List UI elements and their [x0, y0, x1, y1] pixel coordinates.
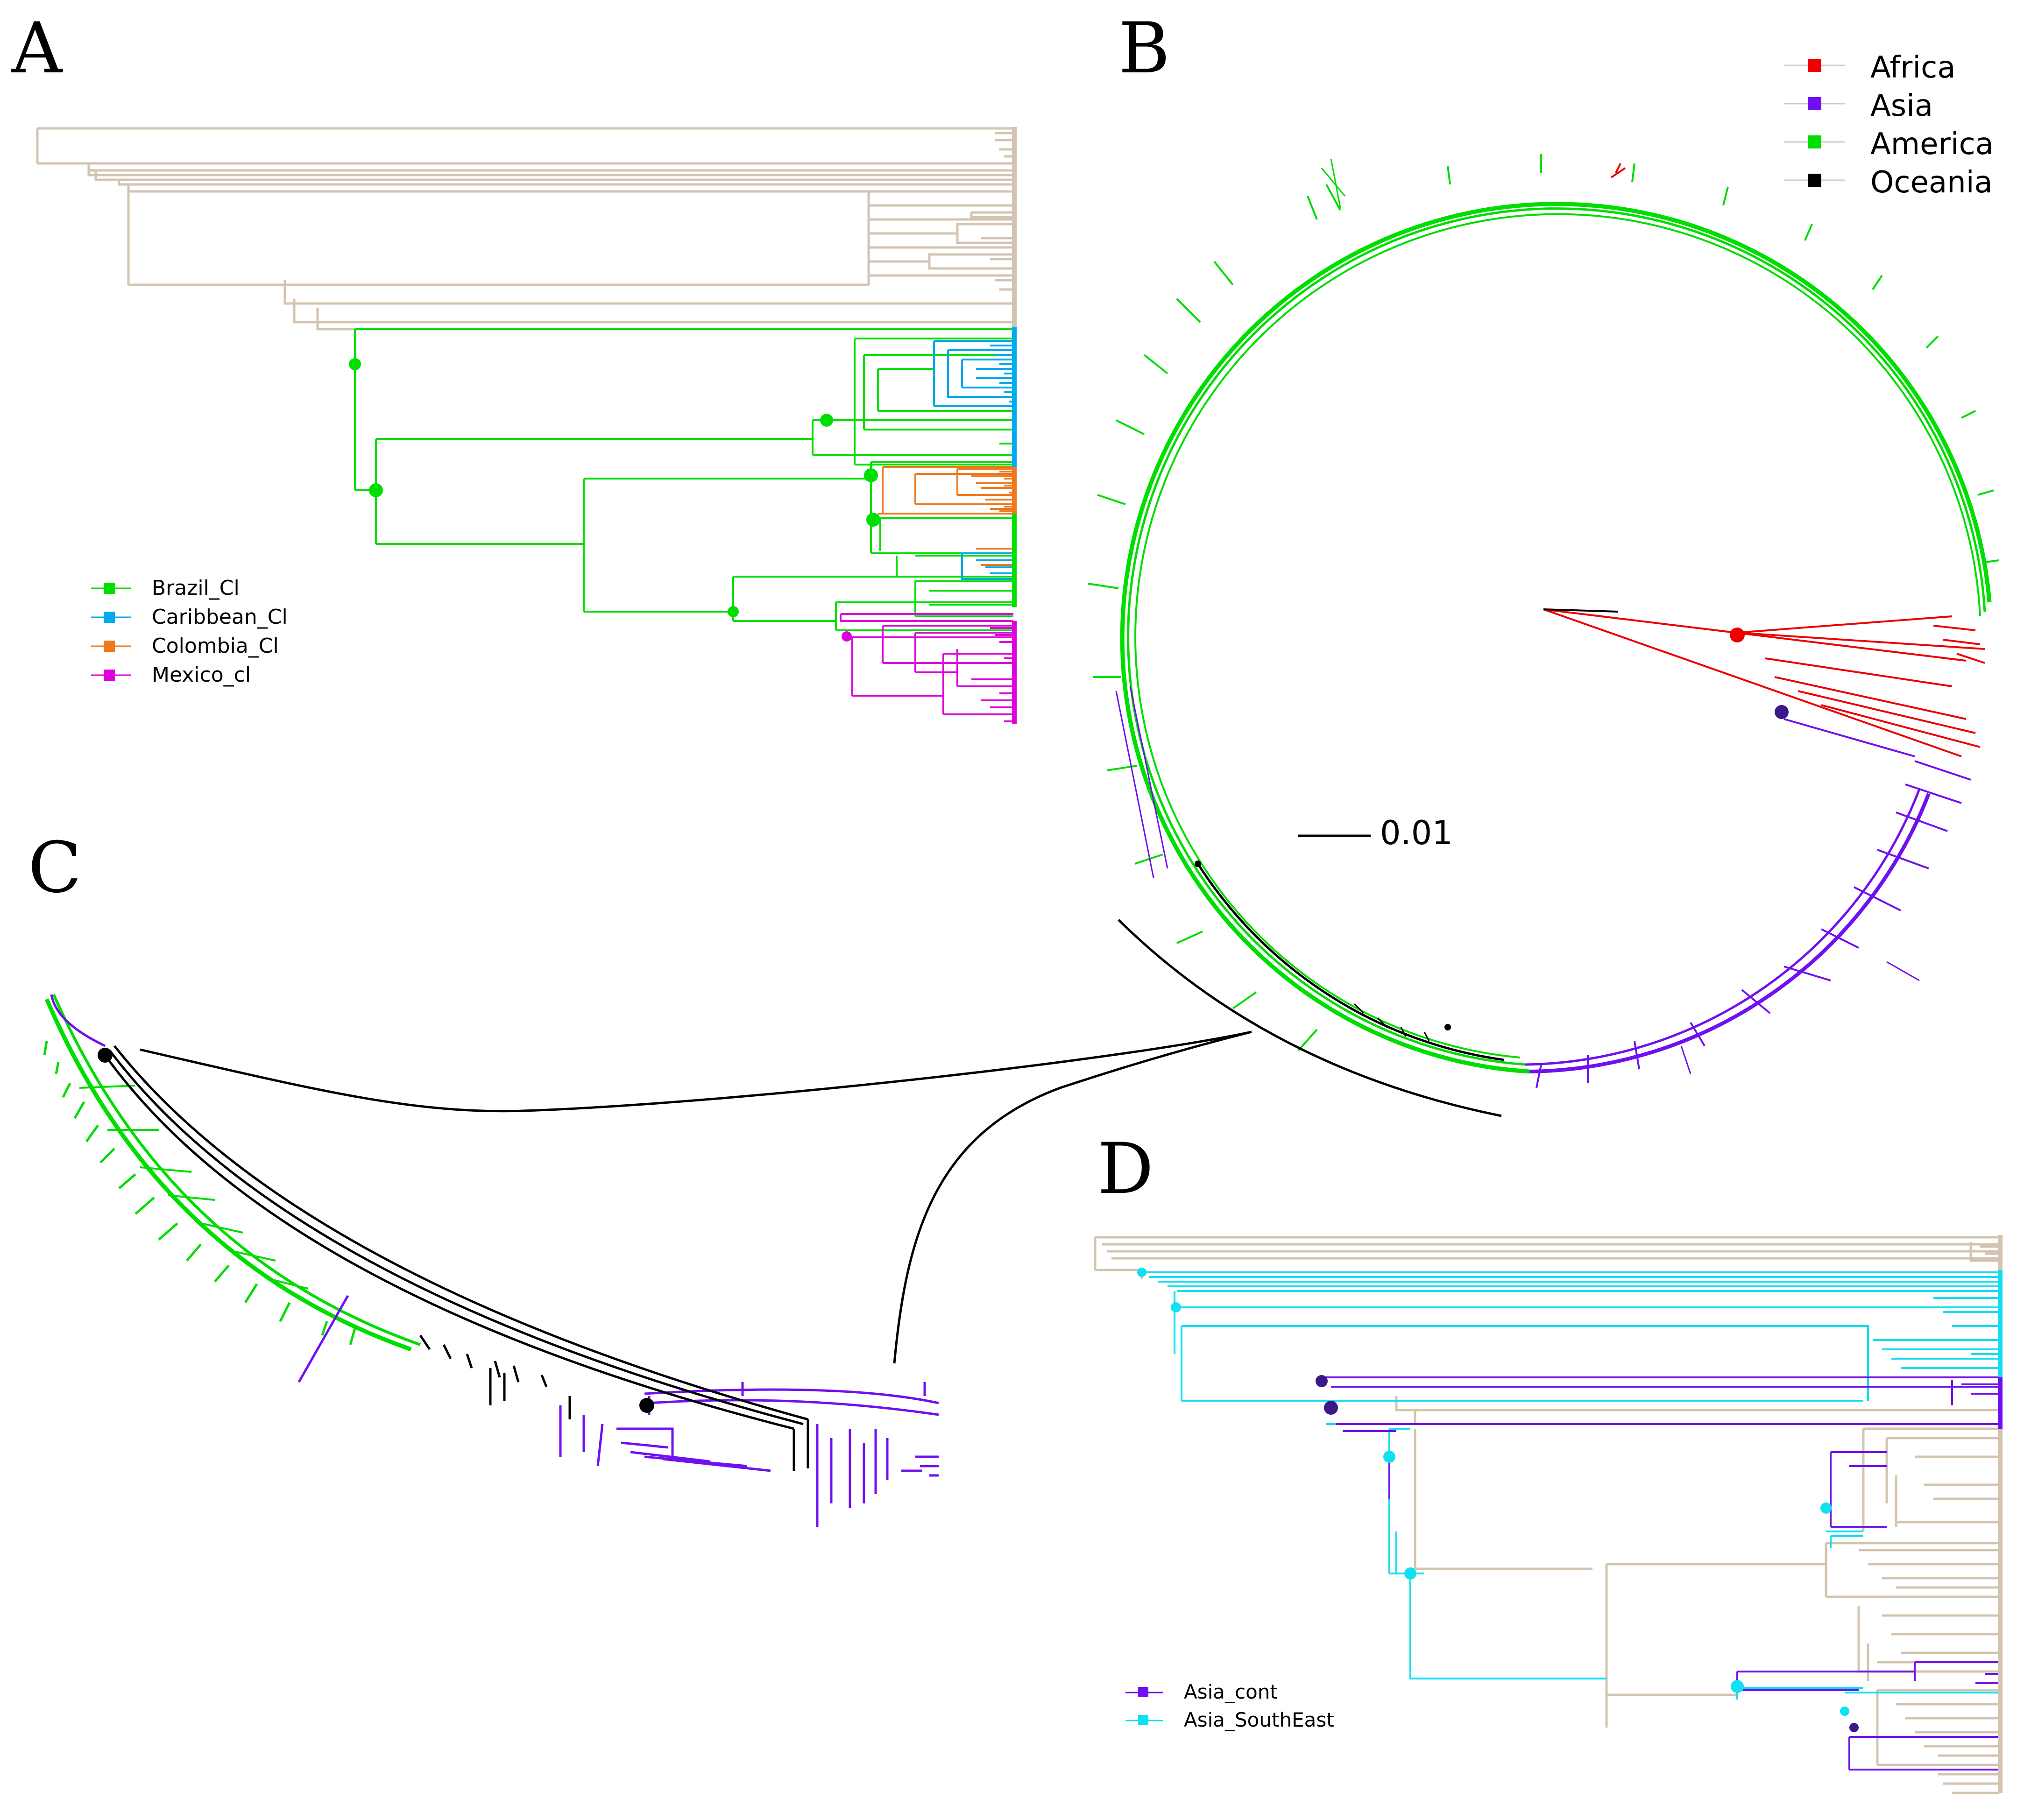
panel-d: D: [1094, 1129, 2003, 1794]
legend-b-asia: Asia: [1784, 89, 1933, 123]
panel-a-legend: Brazil_Cl Caribbean_Cl Colombia_Cl Mexic…: [91, 576, 288, 687]
legend-d-asia-southeast-swatch: [1138, 1715, 1148, 1725]
panel-a-brazil-tree: [354, 328, 1013, 631]
legend-b-asia-swatch: [1808, 97, 1821, 110]
panel-b-america-clade: [1088, 154, 1999, 1074]
legend-a-brazil-label: Brazil_Cl: [152, 576, 240, 600]
panel-b-legend: Africa Asia America Oceania: [1784, 50, 1994, 200]
legend-a-mexico-swatch: [104, 670, 115, 681]
legend-d-asia-cont-label: Asia_cont: [1184, 1680, 1278, 1703]
panel-c-america-branches: [43, 994, 421, 1352]
legend-d-asia-cont: Asia_cont: [1125, 1680, 1278, 1703]
legend-b-oceania-swatch: [1808, 174, 1821, 187]
legend-b-africa-label: Africa: [1870, 50, 1956, 85]
legend-a-mexico: Mexico_cl: [91, 663, 251, 687]
legend-b-africa: Africa: [1784, 50, 1956, 85]
legend-b-america-label: America: [1870, 127, 1994, 162]
panel-d-letter: D: [1097, 1129, 1153, 1210]
legend-d-asia-cont-swatch: [1138, 1687, 1148, 1697]
panel-d-nodes: [1137, 1268, 1859, 1732]
legend-a-brazil: Brazil_Cl: [91, 576, 240, 600]
panel-b-africa-clade: [1543, 163, 1985, 757]
panel-b-nodes: [1195, 628, 1789, 1030]
panel-d-southeast-tree: [1142, 1271, 1999, 1700]
legend-b-oceania: Oceania: [1784, 165, 1993, 200]
legend-a-caribbean-label: Caribbean_Cl: [152, 605, 288, 629]
legend-b-america: America: [1784, 127, 1994, 162]
panel-a: A: [11, 8, 1017, 724]
legend-b-asia-label: Asia: [1870, 89, 1933, 123]
panel-b: B: [1088, 8, 1999, 1117]
legend-a-caribbean-swatch: [104, 612, 115, 623]
zoom-connectors: [140, 1030, 1252, 1364]
panel-c-oceania-branches: [104, 1045, 809, 1471]
panel-a-outgroup-tree: [36, 127, 1013, 331]
panel-b-letter: B: [1118, 8, 1170, 89]
legend-b-africa-swatch: [1808, 59, 1821, 72]
panel-a-nodes: [349, 358, 880, 642]
legend-a-caribbean: Caribbean_Cl: [91, 605, 288, 629]
legend-a-mexico-label: Mexico_cl: [152, 663, 251, 687]
panel-d-cont-tree: [1322, 1376, 1999, 1771]
scale-bar-label: 0.01: [1380, 814, 1453, 852]
legend-d-asia-southeast-label: Asia_SouthEast: [1184, 1708, 1334, 1731]
panel-a-caribbean-tree: [933, 340, 1013, 580]
legend-b-america-swatch: [1808, 135, 1821, 148]
panel-c: C: [28, 827, 1252, 1527]
panel-b-asia-clade: [1115, 686, 1971, 1088]
panel-c-asia-branches: [50, 994, 939, 1527]
legend-a-colombia-label: Colombia_Cl: [152, 634, 279, 658]
legend-a-colombia-swatch: [104, 641, 115, 652]
legend-a-colombia: Colombia_Cl: [91, 634, 279, 658]
panel-c-letter: C: [28, 827, 82, 909]
panel-a-colombia-tree: [878, 466, 1013, 566]
panel-a-mexico-tree: [840, 613, 1013, 722]
zoom-bracket-arc: [1118, 919, 1502, 1117]
panel-d-legend: Asia_cont Asia_SouthEast: [1125, 1680, 1334, 1731]
legend-a-brazil-swatch: [104, 583, 115, 594]
panel-b-oceania-clade: [1196, 608, 1619, 1061]
legend-b-oceania-label: Oceania: [1870, 165, 1993, 200]
panel-b-scale-bar: 0.01: [1298, 814, 1453, 852]
panel-c-nodes: [98, 1048, 654, 1413]
panel-a-letter: A: [11, 8, 63, 89]
legend-d-asia-southeast: Asia_SouthEast: [1125, 1708, 1334, 1731]
